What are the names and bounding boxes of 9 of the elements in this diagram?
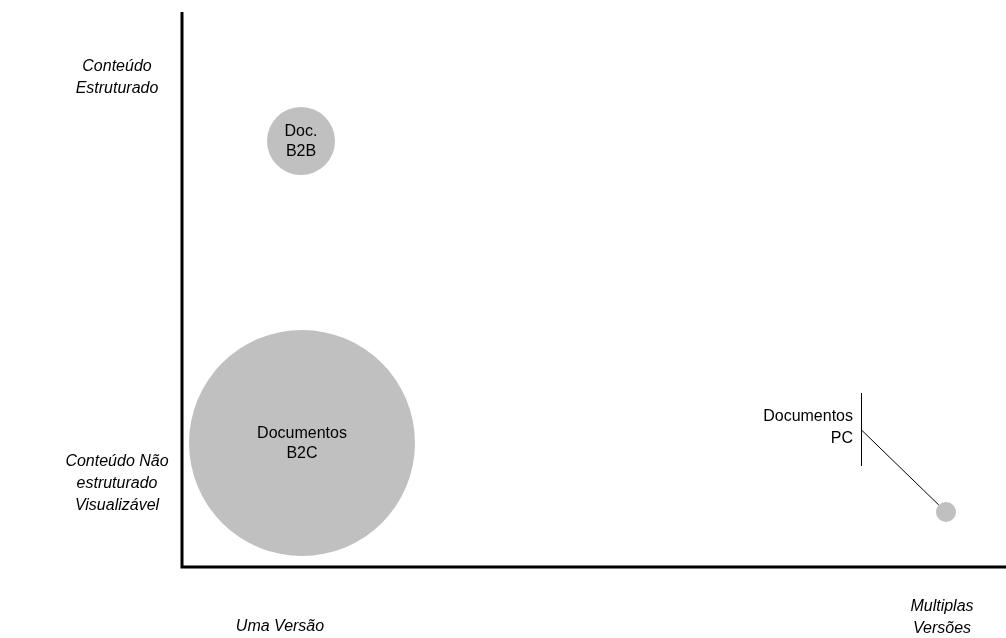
axis-label: Multiplas Versões: [909, 596, 975, 638]
axis-label: Uma Versão: [234, 616, 326, 636]
axis-label: Conteúdo Não estruturado Visualizável: [64, 451, 170, 515]
leader-line: [860, 429, 940, 506]
series-label: Documentos PC: [763, 406, 853, 448]
bubble-label: Documentos B2C: [257, 423, 347, 463]
bubble-label: Doc. B2B: [283, 121, 319, 161]
bubble: [936, 502, 956, 522]
axis-label: Conteúdo Estruturado: [74, 56, 160, 98]
